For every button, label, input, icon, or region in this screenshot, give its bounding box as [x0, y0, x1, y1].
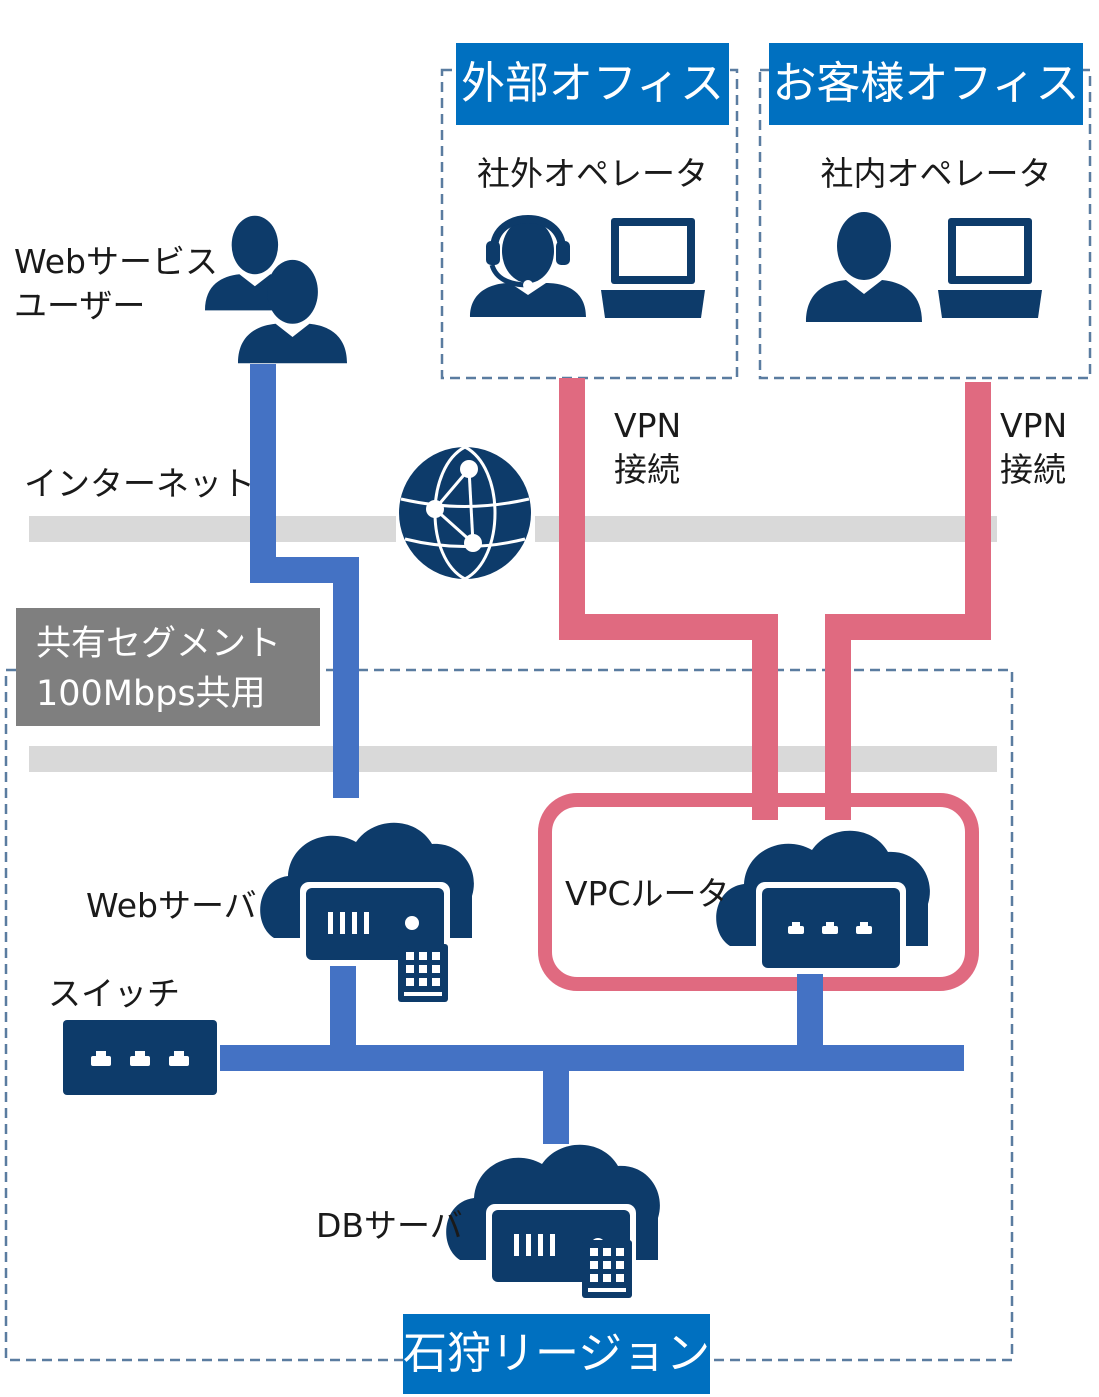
vpn-label-1-line1: VPN	[614, 406, 682, 445]
db-disk-icon	[582, 1240, 632, 1298]
globe-network-icon	[399, 445, 531, 581]
users-icon	[205, 215, 348, 364]
vpn-line-customer	[825, 382, 991, 820]
switch-icon	[63, 1020, 217, 1095]
lan-bus	[220, 1045, 964, 1071]
shared-segment-tag: 共有セグメント 100Mbps共用	[16, 608, 320, 726]
web-user-label-line1: Webサービス	[14, 242, 218, 281]
switch-label: スイッチ	[48, 974, 180, 1013]
web-server-drop	[330, 962, 356, 1048]
db-server-drop	[543, 1068, 569, 1144]
web-disk-icon	[398, 944, 448, 1002]
vpn-label-2-line1: VPN	[1000, 406, 1068, 445]
customer-office-title: お客様オフィス	[769, 43, 1083, 125]
db-server-label: DBサーバ	[316, 1206, 463, 1245]
vpc-router-frame	[538, 793, 979, 991]
segment-line2: 100Mbps共用	[36, 674, 266, 714]
router-drop	[797, 962, 823, 1048]
web-user-label-line2: ユーザー	[14, 286, 146, 325]
customer-operator-label: 社内オペレータ	[820, 154, 1052, 193]
headset-operator-icon	[470, 215, 586, 317]
vpn-label-1-line2: 接続	[614, 450, 680, 489]
laptop-icon-external	[601, 218, 705, 318]
vpn-line-external	[559, 378, 778, 820]
person-icon	[806, 212, 922, 322]
web-server-label: Webサーバ	[86, 886, 257, 925]
region-title: 石狩リージョン	[403, 1314, 710, 1394]
internet-label: インターネット	[24, 464, 255, 503]
internet-bus-left	[29, 516, 396, 542]
vpn-label-2-line2: 接続	[1000, 450, 1066, 489]
segment-line1: 共有セグメント	[36, 624, 282, 664]
web-user-line	[250, 364, 359, 798]
external-office-title: 外部オフィス	[456, 43, 729, 125]
external-operator-label: 社外オペレータ	[477, 154, 708, 193]
laptop-icon-customer	[938, 218, 1042, 318]
internet-bus-right	[535, 516, 997, 542]
segment-bus	[29, 746, 997, 772]
vpc-router-icon	[716, 830, 930, 974]
vpc-router-label: VPCルータ	[565, 874, 730, 913]
